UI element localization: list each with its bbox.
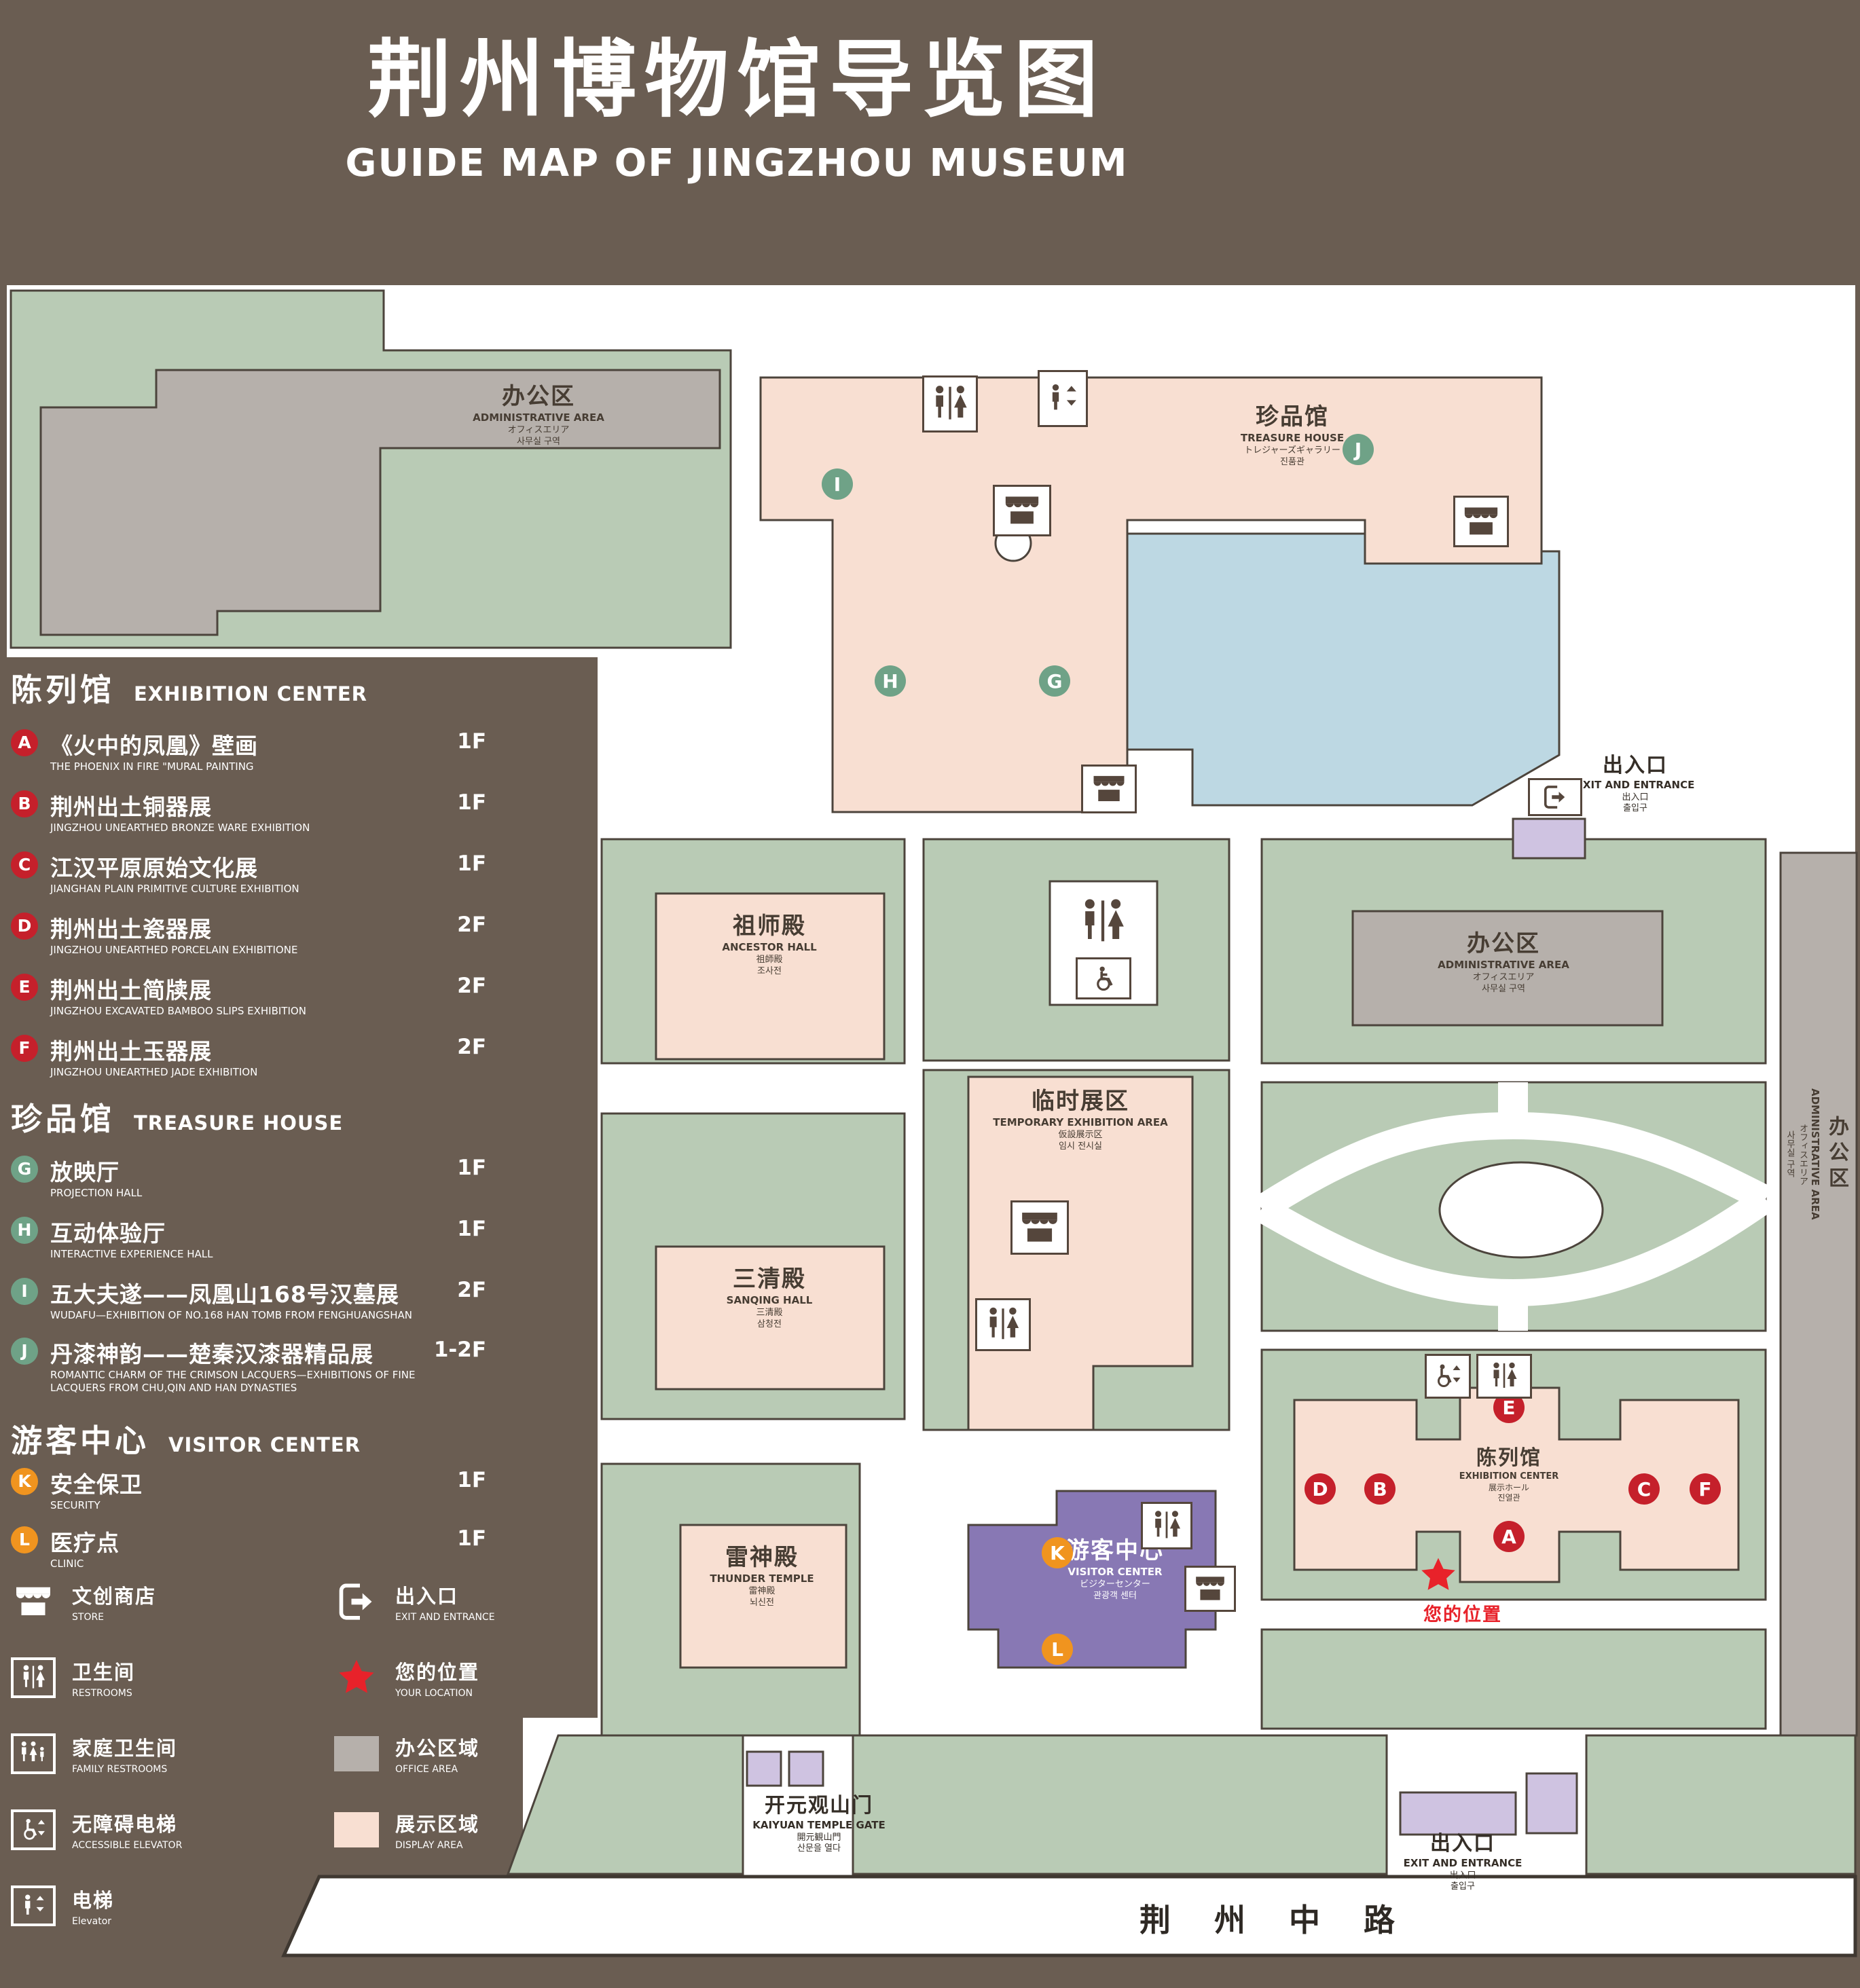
marker-g: G [1039,665,1070,697]
marker-f: F [1690,1473,1721,1505]
store-icon-treasure-center [993,485,1051,536]
marker-b: B [1364,1473,1396,1505]
elevator-icon [11,1885,56,1926]
admin-east-shape [1351,910,1664,1027]
restrooms-icon-central [1059,891,1146,953]
legend-item-l: L 医疗点 CLINIC 1F [11,1525,486,1570]
legend-symbol-exit: 出入口 EXIT AND ENTRANCE [334,1581,495,1623]
legend-item-k: K 安全保卫 SECURITY 1F [11,1467,486,1512]
marker-i: I [822,468,853,500]
grass-band-east [1585,1734,1857,1875]
label-temp-exhibition: 临时展区 TEMPORARY EXHIBITION AREA 仮設展示区 임시 … [993,1088,1168,1152]
store-icon-temp-exhibition [1010,1200,1069,1255]
legend-symbol-elevator: 电梯 Elevator [11,1885,114,1927]
legend-symbol-accessible-elevator: 无障碍电梯 ACCESSIBLE ELEVATOR [11,1809,182,1851]
gate-pad-b [788,1750,824,1787]
accessible-elevator-icon [11,1809,56,1850]
marker-k: K [1042,1537,1073,1568]
exhibition-center-shape [1293,1386,1740,1583]
office-area-swatch [334,1736,379,1771]
marker-j: J [1343,434,1374,465]
legend-item-e: E 荆州出土简牍展 JINGZHOU EXCAVATED BAMBOO SLIP… [11,972,486,1018]
marker-a: A [1493,1521,1525,1552]
label-kaiyuan-gate: 开元观山门 KAIYUAN TEMPLE GATE 開元観山門 산문을 열다 [752,1794,886,1854]
restrooms-icon-treasure-west [922,375,978,432]
accessible-restroom-icon-central [1076,957,1131,999]
display-buildings [655,376,1740,1669]
entrance-pads [746,817,1586,1836]
legend-section-visitor-center: 游客中心 VISITOR CENTER [11,1422,361,1459]
accessible-elevator-icon-exhibition [1425,1354,1471,1399]
exit-icon [334,1581,379,1622]
legend-item-j: J 丹漆神韵——楚秦汉漆器精品展 ROMANTIC CHARM OF THE C… [11,1336,486,1395]
your-location-star-icon [1419,1556,1458,1598]
road-jingzhou-middle [281,1875,1857,1957]
display-area-swatch [334,1812,379,1847]
legend-item-c: C 江汉平原原始文化展 JIANGHAN PLAIN PRIMITIVE CUL… [11,850,486,896]
page-title: 荆州博物馆导览图 [367,31,1106,129]
store-icon-treasure-east [1453,496,1509,547]
legend-symbol-family-restrooms: 家庭卫生间 FAMILY RESTROOMS [11,1733,177,1775]
label-admin-far-east: 办公区 ADMINISTRATIVE AREA オフィスエリア 사무실 구역 [1785,1088,1848,1220]
label-exit-south: 出入口 EXIT AND ENTRANCE 出入口 출입구 [1403,1832,1522,1892]
location-star-icon [334,1657,379,1698]
grass-band-middle [852,1734,1388,1875]
admin-far-east-shape [1779,851,1858,1737]
label-thunder-temple: 雷神殿 THUNDER TEMPLE 雷神殿 뇌신전 [710,1544,814,1608]
legend-symbol-office-area: 办公区域 OFFICE AREA [334,1733,479,1775]
ancestor-hall-shape [655,892,886,1061]
legend-symbol-restrooms: 卫生间 RESTROOMS [11,1657,135,1699]
marker-h: H [875,665,906,697]
thunder-temple-shape [679,1524,847,1669]
legend-item-h: H 互动体验厅 INTERACTIVE EXPERIENCE HALL 1F [11,1215,486,1261]
office-buildings [39,369,1858,1737]
south-entrance-pad-b [1525,1772,1578,1835]
store-icon-treasure-south [1081,765,1137,813]
label-exhibition-center: 陈列馆 EXHIBITION CENTER 展示ホール 진열관 [1459,1446,1559,1503]
exit-icon-northeast [1528,778,1582,816]
title-block: 荆州博物馆导览图 GUIDE MAP OF JINGZHOU MUSEUM [0,11,1474,185]
treasure-house-shape [759,376,1543,813]
page-subtitle: GUIDE MAP OF JINGZHOU MUSEUM [345,141,1129,185]
gate-pad-a [746,1750,782,1787]
northeast-entrance-pad [1512,817,1586,860]
marker-d: D [1305,1473,1336,1505]
elevator-icon-treasure [1038,370,1088,427]
legend-section-exhibition-center: 陈列馆 EXHIBITION CENTER [11,671,368,708]
admin-northwest-shape [39,369,721,636]
grass-south-strip [1260,1628,1767,1730]
legend-item-g: G 放映厅 PROJECTION HALL 1F [11,1154,486,1200]
garden-paths [1254,1082,1774,1331]
label-admin-northwest: 办公区 ADMINISTRATIVE AREA オフィスエリア 사무실 구역 [473,383,604,447]
legend-symbol-your-location: 您的位置 YOUR LOCATION [334,1657,479,1699]
garden-pond [1438,1161,1604,1259]
legend-section-treasure-house: 珍品馆 TREASURE HOUSE [11,1101,344,1137]
grass-band-west [506,1734,744,1875]
legend-item-a: A 《火中的凤凰》壁画 THE PHOENIX IN FIRE "MURAL P… [11,728,486,773]
legend-symbol-display-area: 展示区域 DISPLAY AREA [334,1809,479,1851]
restrooms-icon-temp-exhibition [975,1298,1031,1351]
label-ancestor-hall: 祖师殿 ANCESTOR HALL 祖師殿 조사전 [722,913,817,976]
restrooms-icon [11,1657,56,1698]
label-admin-east: 办公区 ADMINISTRATIVE AREA オフィスエリア 사무실 구역 [1438,930,1569,994]
south-entrance-pad-a [1399,1791,1517,1836]
store-icon [11,1581,56,1622]
marker-l: L [1042,1634,1073,1665]
label-treasure-house: 珍品馆 TREASURE HOUSE トレジャーズギャラリー 진품관 [1240,403,1345,467]
legend-symbol-store: 文创商店 STORE [11,1581,156,1623]
restrooms-icon-exhibition [1476,1354,1532,1399]
your-location-label: 您的位置 [1423,1604,1502,1625]
sanqing-hall-shape [655,1245,886,1391]
label-sanqing-hall: 三清殿 SANQING HALL 三清殿 삼청전 [726,1266,813,1329]
family-restrooms-icon [11,1733,56,1774]
label-exit-northeast: 出入口 EXIT AND ENTRANCE 出入口 출입구 [1575,754,1695,814]
restrooms-icon-visitor-center [1141,1502,1192,1549]
store-icon-visitor-center [1184,1566,1236,1612]
legend-item-f: F 荆州出土玉器展 JINGZHOU UNEARTHED JADE EXHIBI… [11,1033,486,1079]
legend-item-d: D 荆州出土瓷器展 JINGZHOU UNEARTHED PORCELAIN E… [11,911,486,957]
legend-item-b: B 荆州出土铜器展 JINGZHOU UNEARTHED BRONZE WARE… [11,789,486,834]
label-road: 荆 州 中 路 [1139,1902,1412,1938]
marker-c: C [1628,1473,1660,1505]
legend-item-i: I 五大夫遂——凤凰山168号汉墓展 WUDAFU—EXHIBITION OF … [11,1276,486,1322]
